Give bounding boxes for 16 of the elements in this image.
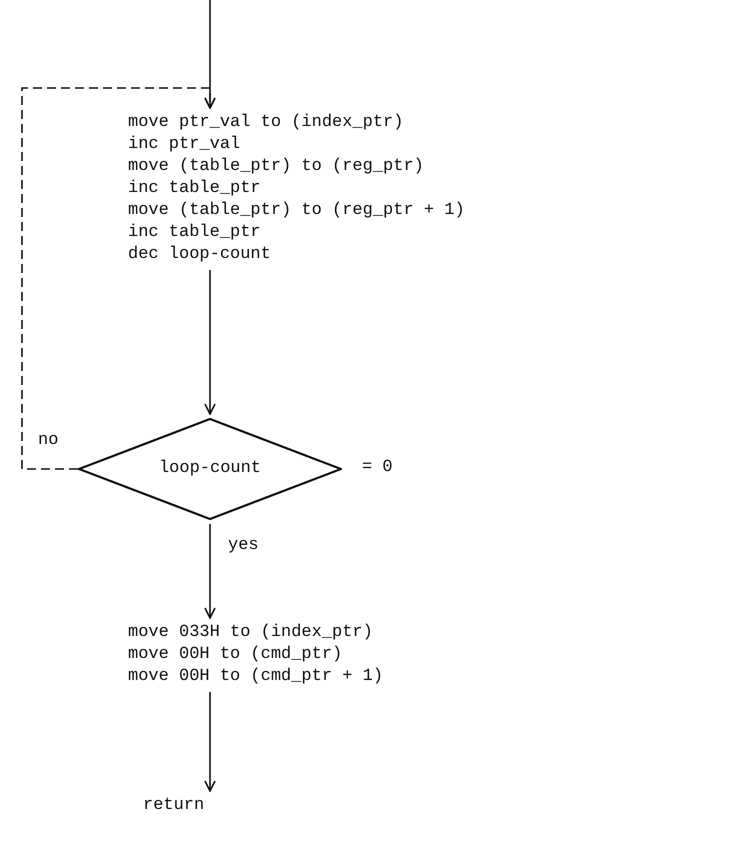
code-line: move (table_ptr) to (reg_ptr): [128, 156, 425, 178]
code-line: return: [143, 795, 206, 817]
code-line: move 00H to (cmd_ptr + 1): [128, 666, 384, 688]
code-line: inc table_ptr: [128, 222, 262, 244]
arrow: [21, 87, 216, 470]
code-line: inc table_ptr: [128, 178, 262, 200]
arrow: [204, 692, 216, 792]
code-line: move 00H to (cmd_ptr): [128, 644, 344, 666]
arrow: [204, 524, 216, 619]
code-line: move (table_ptr) to (reg_ptr + 1): [128, 200, 466, 222]
condition-text: loop-count: [158, 458, 262, 480]
code-line: move 033H to (index_ptr): [128, 622, 374, 644]
arrow: [204, 270, 216, 415]
code-line: dec loop-count: [128, 244, 272, 266]
code-line: move ptr_val to (index_ptr): [128, 112, 404, 134]
code-line: inc ptr_val: [128, 134, 242, 156]
